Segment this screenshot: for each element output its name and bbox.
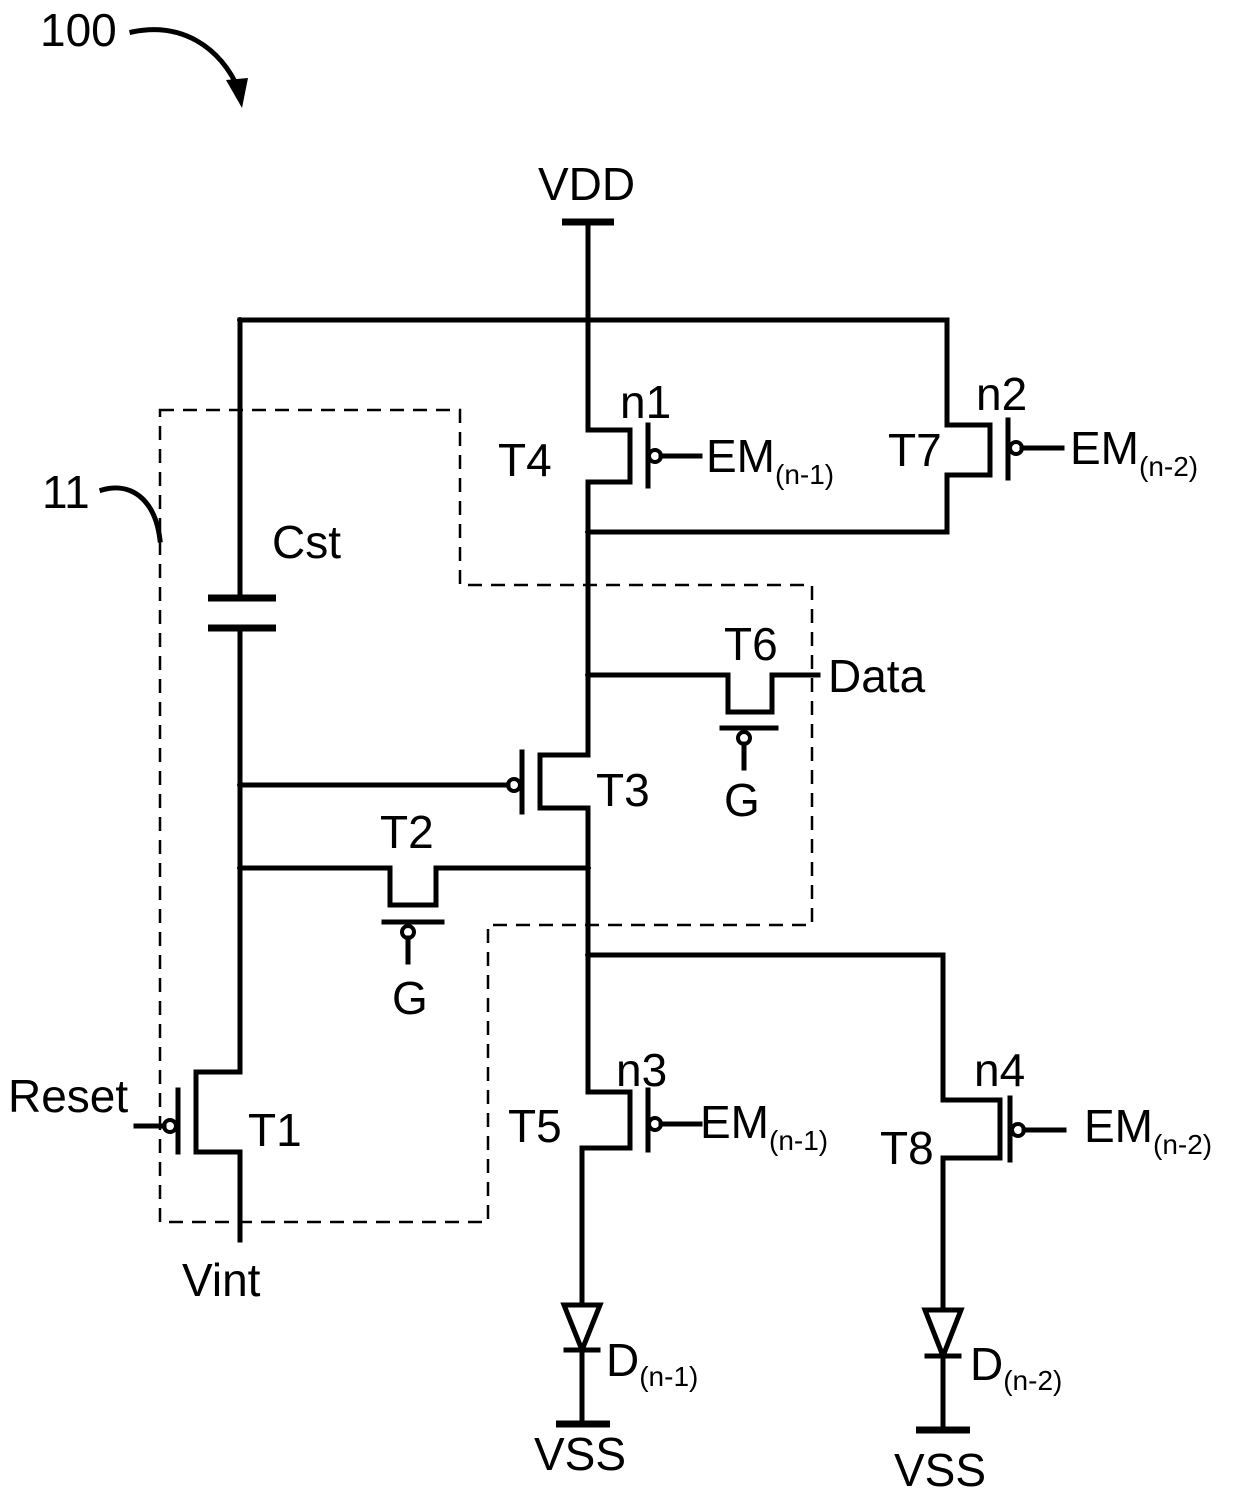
junction-dot <box>237 317 243 323</box>
vss-left-label: VSS <box>534 1428 626 1480</box>
n4-label: n4 <box>974 1044 1025 1096</box>
t3-label: T3 <box>596 764 650 816</box>
junction-dot <box>585 529 591 535</box>
t5-label: T5 <box>508 1100 562 1152</box>
reset-label: Reset <box>8 1070 128 1122</box>
t2-channel <box>240 868 588 905</box>
t4-label: T4 <box>498 434 552 486</box>
diode-left-symbol <box>564 1305 600 1350</box>
block-leader <box>102 488 160 540</box>
cst-label: Cst <box>272 516 341 568</box>
em-t4-label: EM(n-1) <box>706 430 834 490</box>
ref-arrow <box>132 30 240 92</box>
block-number-11: 11 <box>42 466 90 518</box>
em-t7-label: EM(n-2) <box>1070 422 1198 482</box>
t5-channel <box>582 955 630 1305</box>
ref-number-100: 100 <box>40 4 117 56</box>
t6-channel <box>588 675 818 712</box>
junction-dot <box>585 672 591 678</box>
t2-label: T2 <box>380 806 434 858</box>
diode-left-label: D(n-1) <box>606 1334 698 1392</box>
t7-label: T7 <box>888 424 942 476</box>
t8-label: T8 <box>880 1122 934 1174</box>
n1-label: n1 <box>620 376 671 428</box>
t1-channel <box>196 1072 240 1222</box>
vdd-label: VDD <box>538 158 635 210</box>
data-label: Data <box>828 650 926 702</box>
em-t8-label: EM(n-2) <box>1084 1100 1212 1160</box>
vss-right-label: VSS <box>894 1444 986 1496</box>
t8-channel <box>943 1100 1000 1305</box>
g-t6-label: G <box>724 774 760 826</box>
n3-label: n3 <box>616 1044 667 1096</box>
t7-channel <box>947 425 990 532</box>
n2-label: n2 <box>976 368 1027 420</box>
junction-dot <box>585 317 591 323</box>
junction-dot <box>237 865 243 871</box>
diode-right-label: D(n-2) <box>970 1338 1062 1396</box>
em-t5-label: EM(n-1) <box>700 1096 828 1156</box>
t6-label: T6 <box>724 618 778 670</box>
diode-right-symbol <box>925 1310 961 1356</box>
t1-label: T1 <box>248 1104 302 1156</box>
ref-arrow-head <box>226 78 248 108</box>
junction-dot <box>585 952 591 958</box>
vint-label: Vint <box>182 1254 261 1306</box>
junction-dot <box>237 782 243 788</box>
g-t2-label: G <box>392 972 428 1024</box>
junction-dot <box>585 865 591 871</box>
